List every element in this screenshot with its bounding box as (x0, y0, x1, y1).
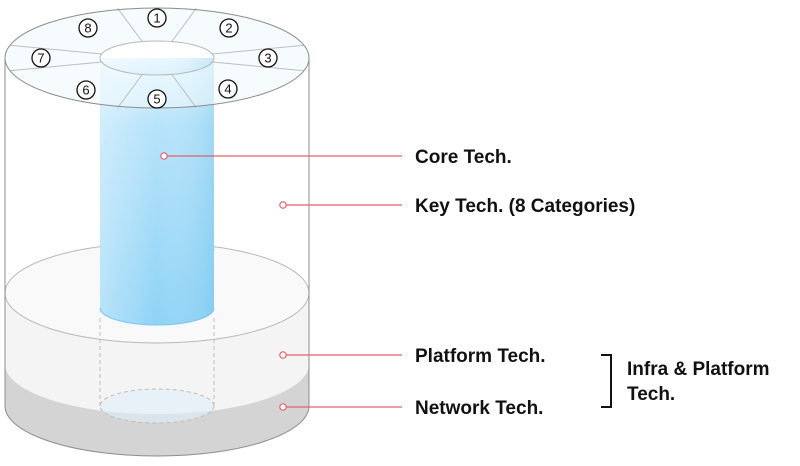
segment-number-2: 2 (219, 18, 239, 38)
segment-number-8: 8 (78, 18, 98, 38)
svg-text:4: 4 (224, 82, 231, 97)
svg-text:6: 6 (82, 83, 89, 98)
segment-numbers: 1 2 3 4 5 6 7 8 (31, 8, 278, 109)
leader-key (279, 201, 402, 209)
label-network-tech: Network Tech. (415, 398, 543, 419)
label-group-line1: Infra & Platform (627, 359, 770, 380)
leader-platform (279, 351, 402, 359)
label-key-tech: Key Tech. (8 Categories) (415, 196, 635, 217)
segment-number-3: 3 (258, 48, 278, 68)
svg-text:7: 7 (37, 51, 44, 66)
segment-number-4: 4 (218, 79, 238, 99)
svg-text:3: 3 (264, 51, 271, 66)
svg-text:2: 2 (225, 21, 232, 36)
network-layer (5, 364, 309, 456)
segment-number-6: 6 (76, 80, 96, 100)
label-platform-tech: Platform Tech. (415, 346, 546, 367)
platform-layer (5, 293, 309, 414)
segment-number-7: 7 (31, 48, 51, 68)
label-group-line2: Tech. (627, 384, 675, 405)
leader-network (279, 403, 402, 411)
group-bracket (601, 354, 612, 408)
leader-core (160, 152, 402, 160)
core-column (99, 58, 215, 326)
svg-text:1: 1 (153, 11, 160, 26)
segment-number-1: 1 (147, 8, 167, 28)
label-core-tech: Core Tech. (415, 147, 512, 168)
svg-text:8: 8 (84, 21, 91, 36)
segment-number-5: 5 (147, 89, 167, 109)
svg-text:5: 5 (153, 92, 160, 107)
